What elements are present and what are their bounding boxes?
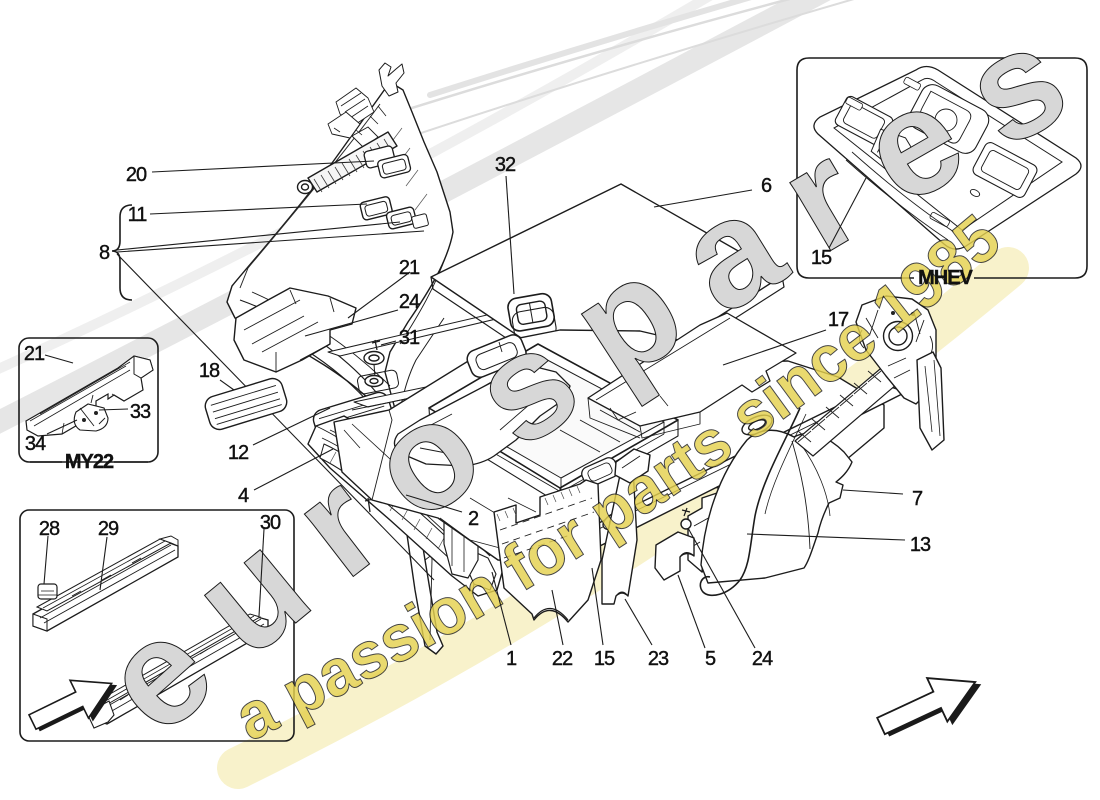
svg-text:24: 24 — [752, 648, 773, 670]
svg-text:6: 6 — [761, 175, 772, 197]
svg-text:24: 24 — [399, 291, 420, 313]
svg-text:11: 11 — [128, 204, 148, 226]
svg-text:34: 34 — [25, 433, 46, 455]
svg-text:5: 5 — [705, 648, 716, 670]
svg-text:31: 31 — [399, 327, 420, 349]
svg-text:18: 18 — [199, 360, 220, 382]
svg-text:1: 1 — [506, 648, 517, 670]
svg-text:13: 13 — [910, 534, 931, 556]
svg-text:7: 7 — [912, 488, 923, 510]
svg-text:MY22: MY22 — [65, 451, 114, 473]
svg-text:29: 29 — [98, 518, 119, 540]
svg-text:21: 21 — [399, 257, 420, 279]
svg-text:2: 2 — [468, 508, 479, 530]
svg-text:28: 28 — [39, 518, 60, 540]
svg-text:33: 33 — [130, 401, 151, 423]
svg-text:23: 23 — [648, 648, 669, 670]
svg-text:15: 15 — [594, 648, 615, 670]
svg-text:17: 17 — [828, 309, 849, 331]
svg-text:32: 32 — [495, 154, 516, 176]
svg-text:22: 22 — [552, 648, 573, 670]
svg-text:15: 15 — [811, 247, 832, 269]
svg-text:8: 8 — [99, 242, 110, 264]
svg-text:MHEV: MHEV — [918, 267, 973, 289]
svg-text:20: 20 — [126, 164, 147, 186]
svg-text:12: 12 — [228, 442, 249, 464]
svg-text:21: 21 — [24, 343, 45, 365]
svg-text:30: 30 — [260, 512, 281, 534]
svg-text:4: 4 — [238, 485, 249, 507]
